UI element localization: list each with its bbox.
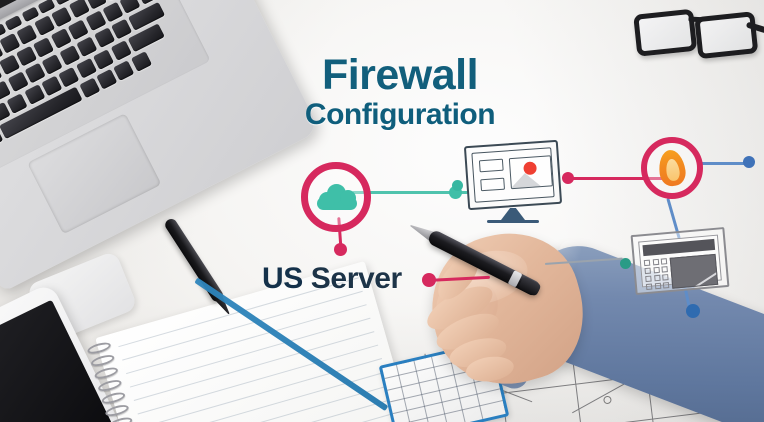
connector-dot-blue-right: [743, 156, 755, 168]
monitor-outer-frame: [463, 139, 563, 211]
connector-dot-blue-bottom: [686, 304, 700, 318]
monitor-image-placeholder: [508, 155, 553, 190]
title-line-configuration: Configuration: [304, 98, 496, 131]
cloud-icon: [317, 182, 357, 212]
connector-firewall-to-right: [700, 162, 748, 165]
monitor-screen: [471, 147, 555, 203]
laptop: [0, 0, 333, 293]
cloud-puff: [340, 190, 356, 206]
connector-cloud-to-monitor: [352, 191, 468, 194]
monitor-base: [487, 219, 539, 223]
eyeglasses: [630, 0, 764, 78]
monitor-text-block-1: [478, 158, 504, 173]
monitor-stand: [501, 208, 525, 220]
window-content-panel: [669, 253, 719, 289]
connector-monitor-to-firewall: [566, 177, 664, 180]
glasses-left-lens: [633, 8, 698, 57]
title-line-firewall: Firewall: [321, 51, 479, 99]
connector-dot-crimson-cloud-bottom: [334, 243, 347, 256]
window-outer-frame: [630, 227, 730, 295]
desktop-monitor-icon[interactable]: [463, 139, 563, 223]
glasses-right-lens: [694, 11, 759, 60]
connector-dot-crimson-monitor: [562, 172, 574, 184]
subtitle-server: Server: [302, 262, 402, 295]
browser-window-icon[interactable]: [630, 227, 730, 295]
subtitle-us: US: [262, 262, 303, 295]
monitor-mountain: [508, 172, 542, 190]
subtitle-us-server: US Server: [262, 262, 402, 296]
connector-dot-teal-far-left: [452, 180, 463, 191]
monitor-text-block-2: [480, 177, 505, 192]
page-title: Firewall Configuration: [270, 52, 530, 131]
connector-dot-teal-window-left: [620, 258, 631, 269]
connector-dot-crimson-us-server: [422, 273, 436, 287]
